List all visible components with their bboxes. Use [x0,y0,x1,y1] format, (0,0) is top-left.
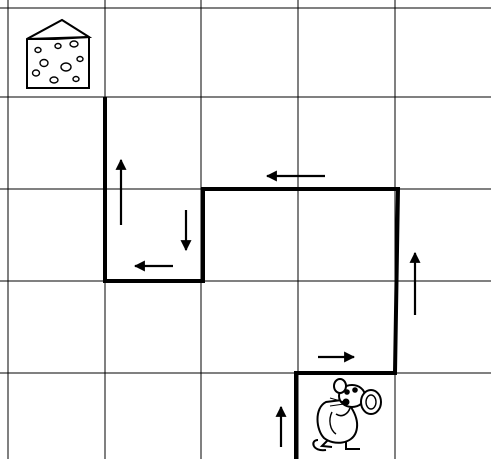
cheese-icon [27,20,89,88]
mouse-icon [313,379,381,450]
